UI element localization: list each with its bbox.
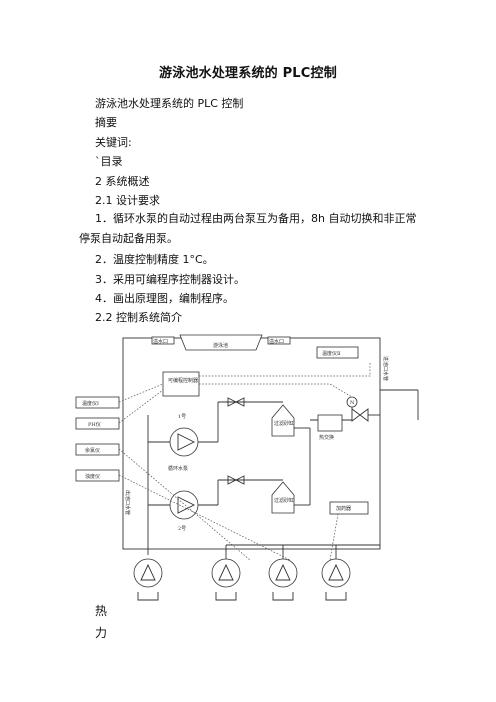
pump-1-arrow bbox=[177, 433, 196, 451]
bottom-pump-4 bbox=[321, 558, 351, 601]
signal-plc-thermometer bbox=[199, 362, 371, 377]
filter-2 bbox=[271, 481, 295, 514]
chlorine-meter-box bbox=[75, 443, 120, 456]
system-frame bbox=[122, 337, 381, 550]
return-pipe-label: 进池口水管 bbox=[382, 356, 389, 381]
valve-2a bbox=[227, 475, 238, 485]
bottom-pump-2 bbox=[211, 558, 241, 601]
section-2-1-heading: 2.1 设计要求 bbox=[95, 194, 160, 207]
turbidity-meter-box bbox=[75, 469, 120, 482]
pool: 溢水口 溢水口 游泳池 bbox=[151, 334, 291, 351]
trailing-char-2: 力 bbox=[95, 626, 108, 640]
thermometer-1-label: 温度仪Ⅰ bbox=[82, 400, 99, 407]
signal-ph bbox=[118, 389, 164, 424]
valve-n-body bbox=[351, 408, 361, 422]
valve-2b bbox=[234, 475, 245, 485]
requirement-3: 3．采用可编程序控制器设计。 bbox=[95, 273, 245, 286]
keywords-label: 关键词: bbox=[95, 136, 132, 149]
dosing-device-label: 加药器 bbox=[336, 505, 351, 512]
overflow-label-1: 溢水口 bbox=[153, 338, 168, 345]
signal-plc-valve bbox=[199, 383, 353, 398]
signal-dosing bbox=[329, 513, 339, 561]
pump-2-label: 2号 bbox=[178, 526, 186, 532]
pump-1-label: 1号 bbox=[178, 414, 186, 420]
valve-1a bbox=[227, 397, 238, 407]
heat-exchanger bbox=[317, 414, 343, 432]
thermometer-2-box bbox=[316, 346, 359, 359]
subtitle: 游泳池水处理系统的 PLC 控制 bbox=[95, 97, 244, 110]
plc-label: 可编程控制器 bbox=[168, 377, 198, 384]
overflow-label-2: 溢水口 bbox=[269, 338, 284, 345]
valve-1b bbox=[234, 397, 245, 407]
abstract-heading: 摘要 bbox=[95, 116, 117, 129]
circulation-pump-label: 循环水泵 bbox=[168, 465, 188, 472]
thermometer-1-box bbox=[75, 396, 120, 409]
pump-2-arrow bbox=[177, 496, 196, 514]
bottom-pump-1 bbox=[133, 558, 163, 601]
outlet-pipe-label: 出池口水管 bbox=[124, 490, 131, 515]
heat-exchanger-label: 热交换 bbox=[319, 434, 334, 441]
ph-meter-label: PH仪 bbox=[88, 422, 101, 428]
dosing-device-box bbox=[329, 501, 369, 515]
requirement-1-text: 1．循环水泵的自动过程由两台泵互为备用，8h 自动切换和非正常停泵自动起备用泵。 bbox=[79, 212, 417, 245]
document-title: 游泳池水处理系统的 PLC控制 bbox=[159, 66, 337, 81]
bottom-pump-3 bbox=[268, 558, 298, 601]
valve-n-body-2 bbox=[359, 408, 369, 422]
requirement-1: 1．循环水泵的自动过程由两台泵互为备用，8h 自动切换和非正常停泵自动起备用泵。 bbox=[79, 209, 419, 249]
section-2-heading: 2 系统概述 bbox=[95, 175, 150, 188]
toc-heading: `目录 bbox=[95, 155, 123, 168]
requirement-4: 4．画出原理图，编制程序。 bbox=[95, 292, 234, 305]
thermometer-2-label: 温度仪Ⅱ bbox=[322, 350, 341, 357]
plc-box bbox=[162, 371, 200, 397]
valve-n-label: N bbox=[350, 400, 355, 406]
filter-2-label: 过滤砂缸 bbox=[274, 497, 294, 504]
filter-1 bbox=[271, 404, 295, 437]
turbidity-meter-label: 浊度仪 bbox=[85, 473, 100, 480]
signal-thermometer-1 bbox=[118, 383, 164, 403]
return-pipe-label-text: 进池口水管 bbox=[382, 356, 389, 381]
section-2-2-heading: 2.2 控制系统简介 bbox=[95, 311, 182, 324]
pool-label: 游泳池 bbox=[213, 342, 228, 349]
filter-1-label: 过滤砂缸 bbox=[274, 420, 294, 427]
signal-turbidity bbox=[118, 474, 291, 561]
requirement-2: 2．温度控制精度 1°C。 bbox=[95, 253, 214, 266]
chlorine-meter-label: 余氯仪 bbox=[85, 447, 100, 454]
ph-meter-box bbox=[75, 417, 120, 430]
trailing-char-1: 热 bbox=[95, 604, 108, 618]
